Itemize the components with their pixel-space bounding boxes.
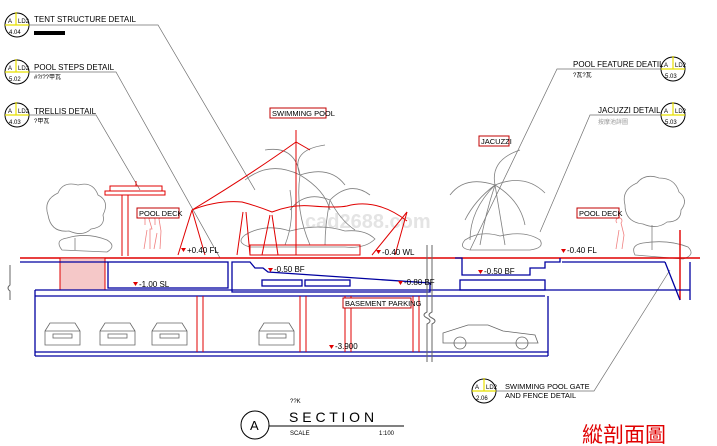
bubble-sheet-code: LD2	[675, 109, 687, 115]
callout-subtitle: #?/??甲瓦	[34, 74, 61, 81]
tent-structure	[177, 130, 408, 256]
car-icon	[151, 322, 188, 346]
callout-title: POOL FEATURE DEATIL	[573, 60, 664, 69]
scale-value: 1:100	[379, 431, 395, 437]
level-bf-jacuzzi: -0.50 BF	[484, 267, 515, 276]
area-tag-pool-deck-left: POOL DECK	[136, 207, 182, 219]
palm-trees-pool	[240, 144, 376, 248]
section-marker-letter: A	[250, 418, 259, 433]
svg-text:SWIMMING POOL: SWIMMING POOL	[272, 109, 335, 118]
section-marker	[240, 410, 270, 440]
level-bf-deep: -0.80 BF	[404, 278, 435, 287]
callout-title: TENT STRUCTURE DETAIL	[34, 15, 136, 24]
callout-subtitle: ?瓦?瓦	[573, 72, 592, 79]
car-icon	[44, 322, 81, 346]
callout-pool-feature[interactable]: A LD2 5.03 POOL FEATURE DEATIL ?瓦?瓦	[469, 56, 687, 251]
building-structure	[20, 257, 691, 357]
sports-car-icon	[442, 324, 539, 350]
bubble-sheet-no: 4.03	[9, 120, 21, 126]
callout-pool-gate[interactable]: A LD2 2.06 SWIMMING POOL GATE AND FENCE …	[471, 269, 671, 404]
tree-left	[46, 183, 113, 253]
bubble-sheet-no: 5.02	[9, 77, 21, 83]
bubble-letter: A	[664, 63, 668, 69]
chinese-title: 縱剖面圖	[582, 423, 666, 446]
bubble-sheet-no: 5.03	[665, 120, 677, 126]
callout-trellis[interactable]: A LD2 4.03 TRELLIS DETAIL ?甲瓦	[4, 102, 141, 191]
level-fl-right: -0.40 FL	[567, 246, 597, 255]
callout-title: TRELLIS DETAIL	[34, 107, 97, 116]
level-basement: -3.900	[335, 342, 358, 351]
bubble-letter: A	[664, 109, 668, 115]
level-fl-left: +0.40 FL	[187, 246, 219, 255]
callout-tent-structure[interactable]: A LD2 4.04 TENT STRUCTURE DETAIL	[4, 12, 256, 191]
section-title-block: A ??K S E C T I O N SCALE 1:100	[240, 399, 404, 440]
bubble-letter: A	[8, 19, 12, 25]
callout-subtitle: ?甲瓦	[34, 118, 49, 125]
area-tag-basement-parking: BASEMENT PARKING	[342, 297, 422, 309]
parked-cars	[44, 322, 539, 350]
trellis	[104, 181, 166, 256]
level-bf-steps: -0.50 BF	[274, 265, 305, 274]
pool-planter	[249, 244, 361, 256]
bubble-sheet-code: LD2	[18, 19, 30, 25]
section-title: S E C T I O N	[289, 409, 374, 425]
level-sl: -1.00 SL	[139, 280, 170, 289]
bubble-sheet-no: 5.03	[665, 74, 677, 80]
callout-jacuzzi[interactable]: A LD2 5.03 JACUZZI DETAIL 按摩池詳圖	[539, 102, 687, 233]
palm-trees-jacuzzi	[449, 149, 546, 251]
callout-title: SWIMMING POOL GATE	[505, 382, 590, 391]
watermark: cad2688.com	[305, 211, 431, 233]
svg-text:JACUZZI: JACUZZI	[481, 137, 512, 146]
bubble-letter: A	[475, 385, 479, 391]
scale-label: SCALE	[290, 431, 310, 437]
bubble-sheet-no: 2.06	[476, 396, 488, 402]
bubble-sheet-code: LD2	[675, 63, 687, 69]
svg-text:POOL DECK: POOL DECK	[579, 209, 622, 218]
callout-title: POOL STEPS DETAIL	[34, 63, 115, 72]
section-subtitle: ??K	[290, 399, 301, 405]
callout-pool-steps[interactable]: A LD2 5.02 POOL STEPS DETAIL #?/??甲瓦	[4, 59, 221, 259]
columns	[196, 296, 420, 352]
title-underline-bar	[34, 31, 65, 35]
break-line	[423, 245, 431, 362]
planter-soil-left	[59, 257, 106, 291]
bubble-sheet-code: LD2	[18, 66, 30, 72]
svg-text:BASEMENT PARKING: BASEMENT PARKING	[345, 299, 422, 308]
callout-title-line2: AND FENCE DETAIL	[505, 391, 576, 400]
tree-right	[623, 175, 692, 260]
svg-text:POOL DECK: POOL DECK	[139, 209, 182, 218]
car-icon	[99, 322, 136, 346]
area-tag-pool-deck-right: POOL DECK	[576, 207, 622, 219]
bubble-sheet-code: LD2	[486, 385, 498, 391]
bubble-sheet-no: 4.04	[9, 30, 21, 36]
area-tag-jacuzzi: JACUZZI	[478, 135, 512, 147]
level-markers	[133, 248, 566, 349]
callout-subtitle: 按摩池詳圖	[598, 118, 628, 126]
bubble-sheet-code: LD2	[18, 109, 30, 115]
callout-title: JACUZZI DETAIL	[598, 106, 661, 115]
area-tag-swimming-pool: SWIMMING POOL	[269, 107, 335, 119]
level-wl: -0.40 WL	[382, 248, 415, 257]
bubble-letter: A	[8, 66, 12, 72]
bubble-letter: A	[8, 109, 12, 115]
car-icon	[258, 322, 295, 346]
